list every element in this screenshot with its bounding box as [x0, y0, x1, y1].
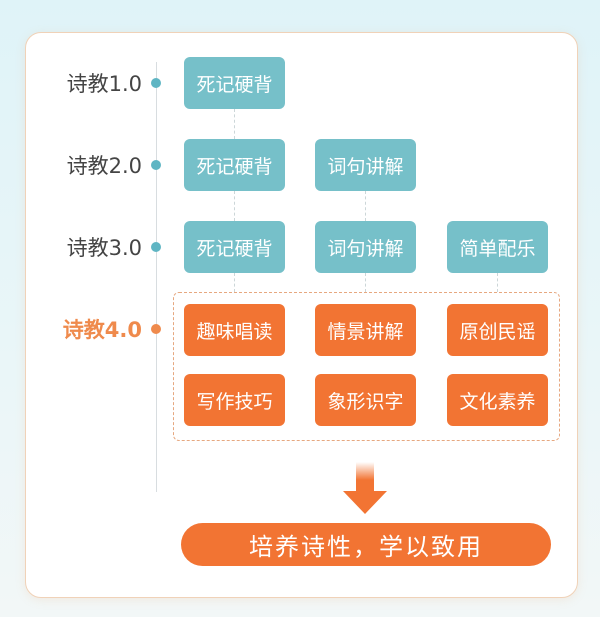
- connector: [234, 273, 235, 292]
- connector: [234, 109, 235, 139]
- method-box: 情景讲解: [315, 304, 416, 356]
- connector: [365, 191, 366, 221]
- method-box: 趣味唱读: [184, 304, 285, 356]
- timeline-line: [156, 62, 157, 492]
- level-label-2: 诗教2.0: [66, 154, 142, 178]
- connector: [365, 273, 366, 292]
- method-box: 词句讲解: [315, 139, 416, 191]
- timeline-dot: [151, 242, 161, 252]
- method-box: 死记硬背: [184, 221, 285, 273]
- method-box: 简单配乐: [447, 221, 548, 273]
- method-box: 原创民谣: [447, 304, 548, 356]
- connector: [234, 191, 235, 221]
- timeline-dot: [151, 78, 161, 88]
- method-box: 死记硬背: [184, 139, 285, 191]
- arrow-down-icon: [343, 462, 387, 514]
- method-box: 文化素养: [447, 374, 548, 426]
- level-label-4: 诗教4.0: [62, 318, 142, 342]
- connector: [497, 273, 498, 292]
- level-label-1: 诗教1.0: [66, 72, 142, 96]
- method-box: 象形识字: [315, 374, 416, 426]
- level4-group: [173, 292, 560, 441]
- level-label-3: 诗教3.0: [66, 236, 142, 260]
- timeline-dot: [151, 324, 161, 334]
- result-banner: 培养诗性，学以致用: [181, 523, 551, 566]
- method-box: 死记硬背: [184, 57, 285, 109]
- timeline-dot: [151, 160, 161, 170]
- method-box: 词句讲解: [315, 221, 416, 273]
- method-box: 写作技巧: [184, 374, 285, 426]
